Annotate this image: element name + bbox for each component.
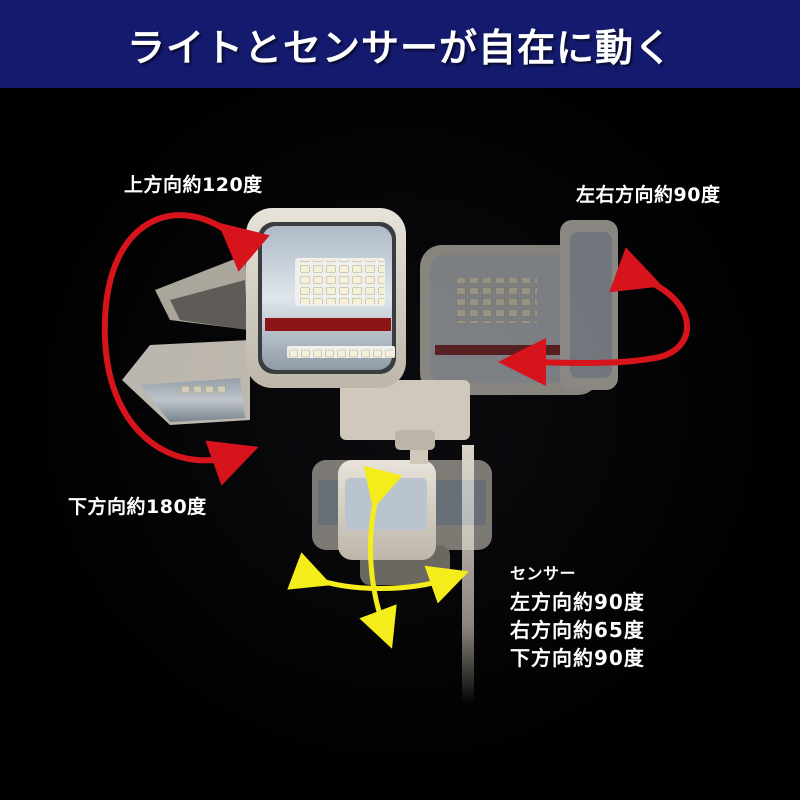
label-down-angle: 下方向約180度 [68, 496, 207, 518]
center-body [340, 380, 470, 450]
sensor-spec-block: センサー 左方向約90度 右方向約65度 下方向約90度 [510, 560, 645, 672]
label-up-angle: 上方向約120度 [124, 174, 263, 196]
title-banner: ライトとセンサーが自在に動く [0, 0, 800, 88]
light-vertical-rotation-arrow-icon [101, 212, 270, 486]
sensor-down-angle: 下方向約90度 [510, 646, 645, 670]
left-light-ghost [122, 255, 250, 425]
sensor-right-angle: 右方向約65度 [510, 618, 645, 642]
page-title: ライトとセンサーが自在に動く [126, 25, 673, 70]
sensor-horizontal-rotation-arrow-icon [287, 552, 469, 604]
label-left-right-angle: 左右方向約90度 [576, 184, 721, 206]
sensor-left-angle: 左方向約90度 [510, 590, 645, 614]
right-light-ghost [420, 220, 618, 395]
sensor-title: センサー [510, 564, 577, 583]
light-horizontal-rotation-arrow-icon [498, 247, 691, 387]
main-light-head [246, 208, 406, 388]
